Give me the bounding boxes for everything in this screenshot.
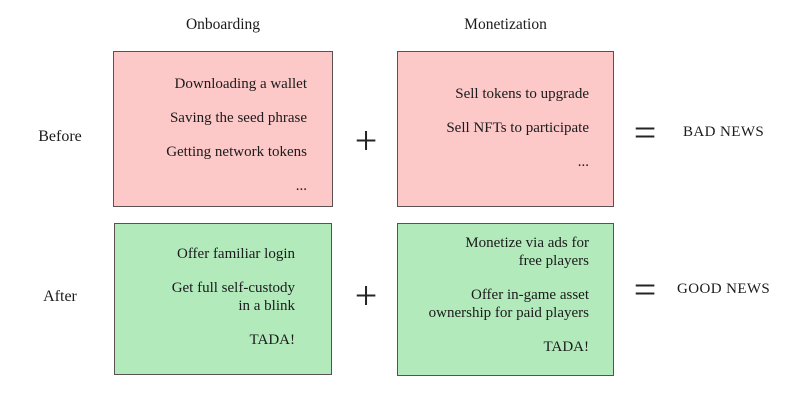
equals-operator: = [633, 266, 657, 312]
row-label-after: After [43, 288, 77, 305]
result-label-good-news: GOOD NEWS [677, 281, 771, 297]
box-text-line: ... [577, 154, 589, 170]
box-text-line: Sell NFTs to participate [446, 120, 589, 136]
box-text-line: Get full self-custody [171, 280, 295, 296]
box-text-line: TADA! [249, 332, 295, 348]
row-label-before: Before [38, 128, 82, 145]
box-text-line: ... [295, 178, 307, 194]
box-text-line: Downloading a wallet [174, 76, 307, 92]
box-text-line: Monetize via ads for [465, 235, 589, 251]
plus-operator: + [354, 117, 378, 163]
box-text-line: TADA! [543, 339, 589, 355]
result-label-bad-news: BAD NEWS [683, 124, 765, 140]
box-text-line: Getting network tokens [166, 144, 307, 160]
box-text-line: Sell tokens to upgrade [455, 86, 589, 102]
box-text-line: ownership for paid players [428, 305, 589, 321]
after-monetization-box: Monetize via ads for free players Offer … [397, 223, 614, 376]
column-header-onboarding: Onboarding [185, 16, 261, 33]
column-header-monetization: Monetization [464, 16, 547, 33]
box-text-line: Offer in-game asset [470, 287, 589, 303]
before-monetization-box: Sell tokens to upgrade Sell NFTs to part… [397, 51, 614, 207]
plus-operator: + [354, 272, 378, 318]
box-text-line: Saving the seed phrase [169, 110, 307, 126]
after-onboarding-box: Offer familiar login Get full self-custo… [114, 223, 332, 375]
box-text-line: in a blink [238, 298, 295, 314]
before-onboarding-box: Downloading a wallet Saving the seed phr… [113, 51, 333, 207]
equals-operator: = [633, 109, 657, 155]
box-text-line: Offer familiar login [176, 246, 295, 262]
box-text-line: free players [518, 253, 589, 269]
